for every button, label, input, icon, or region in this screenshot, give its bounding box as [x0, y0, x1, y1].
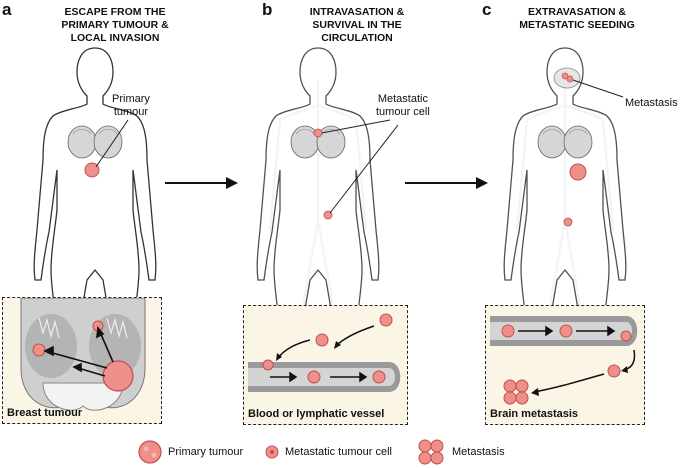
callout-label-a: Primary tumour — [112, 93, 150, 119]
panel-title-b: INTRAVASATION & SURVIVAL IN THE CIRCULAT… — [272, 6, 442, 45]
primary-tumour-c — [569, 163, 587, 181]
title-line: INTRAVASATION & — [309, 6, 405, 18]
title-line: METASTATIC SEEDING — [519, 19, 635, 31]
brain-metastasis-mark — [561, 72, 574, 83]
title-line: PRIMARY TUMOUR & — [61, 19, 169, 31]
title-line: LOCAL INVASION — [70, 32, 160, 44]
stage-arrow-a-b — [165, 177, 238, 189]
callout-line: Primary — [112, 93, 150, 105]
title-line: EXTRAVASATION & — [527, 6, 626, 18]
callout-line: Metastasis — [625, 97, 678, 109]
inset-breast-tumour: Breast tumour — [2, 297, 162, 424]
breast-inset-cell — [32, 343, 46, 357]
title-line: CIRCULATION — [321, 32, 393, 44]
breast-inset-tumour — [102, 360, 134, 392]
callout-line-a — [95, 119, 129, 168]
title-line: ESCAPE FROM THE — [64, 6, 166, 18]
callout-line-b2 — [329, 124, 399, 214]
callout-line: tumour — [113, 106, 149, 118]
inset-label-b: Blood or lymphatic vessel — [248, 408, 385, 420]
callout-label-b: Metastatic tumour cell — [376, 93, 430, 119]
inset-label-c: Brain metastasis — [490, 408, 579, 420]
callout-line-b1 — [321, 119, 391, 134]
legend-label-primary: Primary tumour — [168, 446, 244, 458]
title-line: SURVIVAL IN THE — [312, 19, 402, 31]
callout-line: tumour cell — [376, 106, 430, 118]
callout-line-c — [572, 79, 624, 98]
flow-arrows — [270, 371, 368, 383]
flow-arrows — [518, 325, 616, 337]
metastatic-cell-chest — [313, 128, 323, 138]
panel-title-c: EXTRAVASATION & METASTATIC SEEDING — [492, 6, 662, 32]
panel-letter-c: c — [482, 0, 492, 19]
callout-line: Metastatic — [377, 93, 428, 105]
primary-tumour-small — [84, 162, 100, 178]
inset-vessel: Blood or lymphatic vessel — [243, 305, 408, 425]
legend-label-metastasis: Metastasis — [452, 446, 505, 458]
vessel-inset-illustration — [248, 313, 401, 392]
callout-label-c: Metastasis — [625, 97, 678, 110]
inset-brain-metastasis: Brain metastasis — [485, 305, 645, 425]
metastatic-cell-c — [563, 217, 573, 227]
brain-inset-illustration — [490, 316, 638, 405]
panel-letter-a: a — [2, 0, 12, 19]
stage-arrow-b-c — [405, 177, 488, 189]
breast-inset-illustration — [20, 298, 146, 411]
panel-letter-b: b — [262, 0, 273, 19]
panel-title-a: ESCAPE FROM THE PRIMARY TUMOUR & LOCAL I… — [30, 6, 200, 45]
inset-label-a: Breast tumour — [7, 407, 83, 419]
invasion-arrows — [43, 326, 114, 377]
legend-label-metastatic-cell: Metastatic tumour cell — [285, 446, 392, 458]
